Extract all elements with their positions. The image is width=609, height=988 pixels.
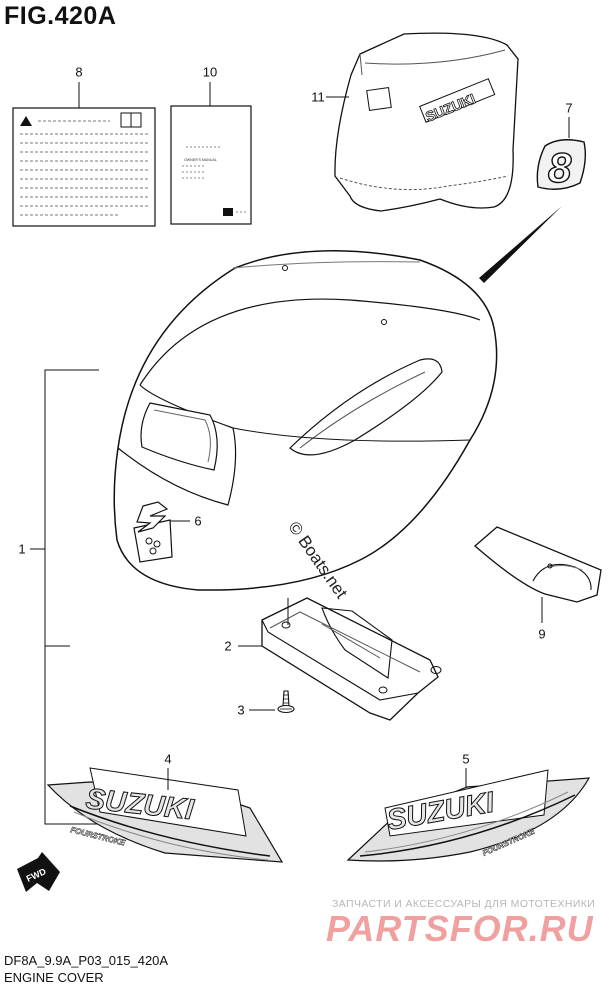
ru-logo-watermark: PARTSFOR.RU xyxy=(326,908,594,949)
callout-3: 3 xyxy=(237,702,245,718)
cover-window-icon xyxy=(366,87,392,111)
callout-2: 2 xyxy=(224,638,232,654)
cover-intake-vent xyxy=(140,402,218,471)
callout-10: 10 xyxy=(202,64,218,80)
callout-1: 1 xyxy=(18,541,26,557)
callout-9: 9 xyxy=(538,626,546,642)
model-badge-part xyxy=(536,139,587,190)
s-emblem-part xyxy=(136,501,169,533)
forward-arrow-icon xyxy=(17,852,60,892)
left-side-decal-part xyxy=(46,767,284,863)
model-badge-text: 8 xyxy=(548,144,572,191)
warning-triangle-icon xyxy=(20,116,32,126)
suzuki-s-logo-icon xyxy=(136,501,169,533)
manual-title-text: OWNER'S MANUAL xyxy=(184,158,217,162)
tray-part xyxy=(261,597,442,721)
owners-manual-part xyxy=(170,105,252,225)
callout-5: 5 xyxy=(462,751,470,767)
warning-label-part xyxy=(12,107,156,227)
callout-11: 11 xyxy=(311,89,325,105)
screw-part xyxy=(277,690,295,714)
figure-title: FIG.420A xyxy=(4,2,117,30)
storage-cover-part xyxy=(334,32,519,212)
callout-4: 4 xyxy=(164,751,172,767)
manual-logo-icon xyxy=(223,208,233,216)
bracket-leader-1 xyxy=(44,369,99,825)
pad-part xyxy=(474,526,602,603)
right-side-decal-part xyxy=(346,769,591,862)
pointer-arrow xyxy=(479,206,562,283)
callout-8: 8 xyxy=(75,64,83,80)
fwd-arrow-decal xyxy=(17,852,60,892)
figure-code: DF8A_9.9A_P03_015_420A xyxy=(4,953,169,968)
callout-7: 7 xyxy=(565,100,573,116)
callout-6: 6 xyxy=(194,513,202,529)
figure-name: ENGINE COVER xyxy=(4,970,104,985)
ru-tagline-watermark: ЗАПЧАСТИ И АКСЕССУАРЫ ДЛЯ МОТОТЕХНИКИ xyxy=(332,898,596,910)
engine-cover-part xyxy=(113,249,498,591)
